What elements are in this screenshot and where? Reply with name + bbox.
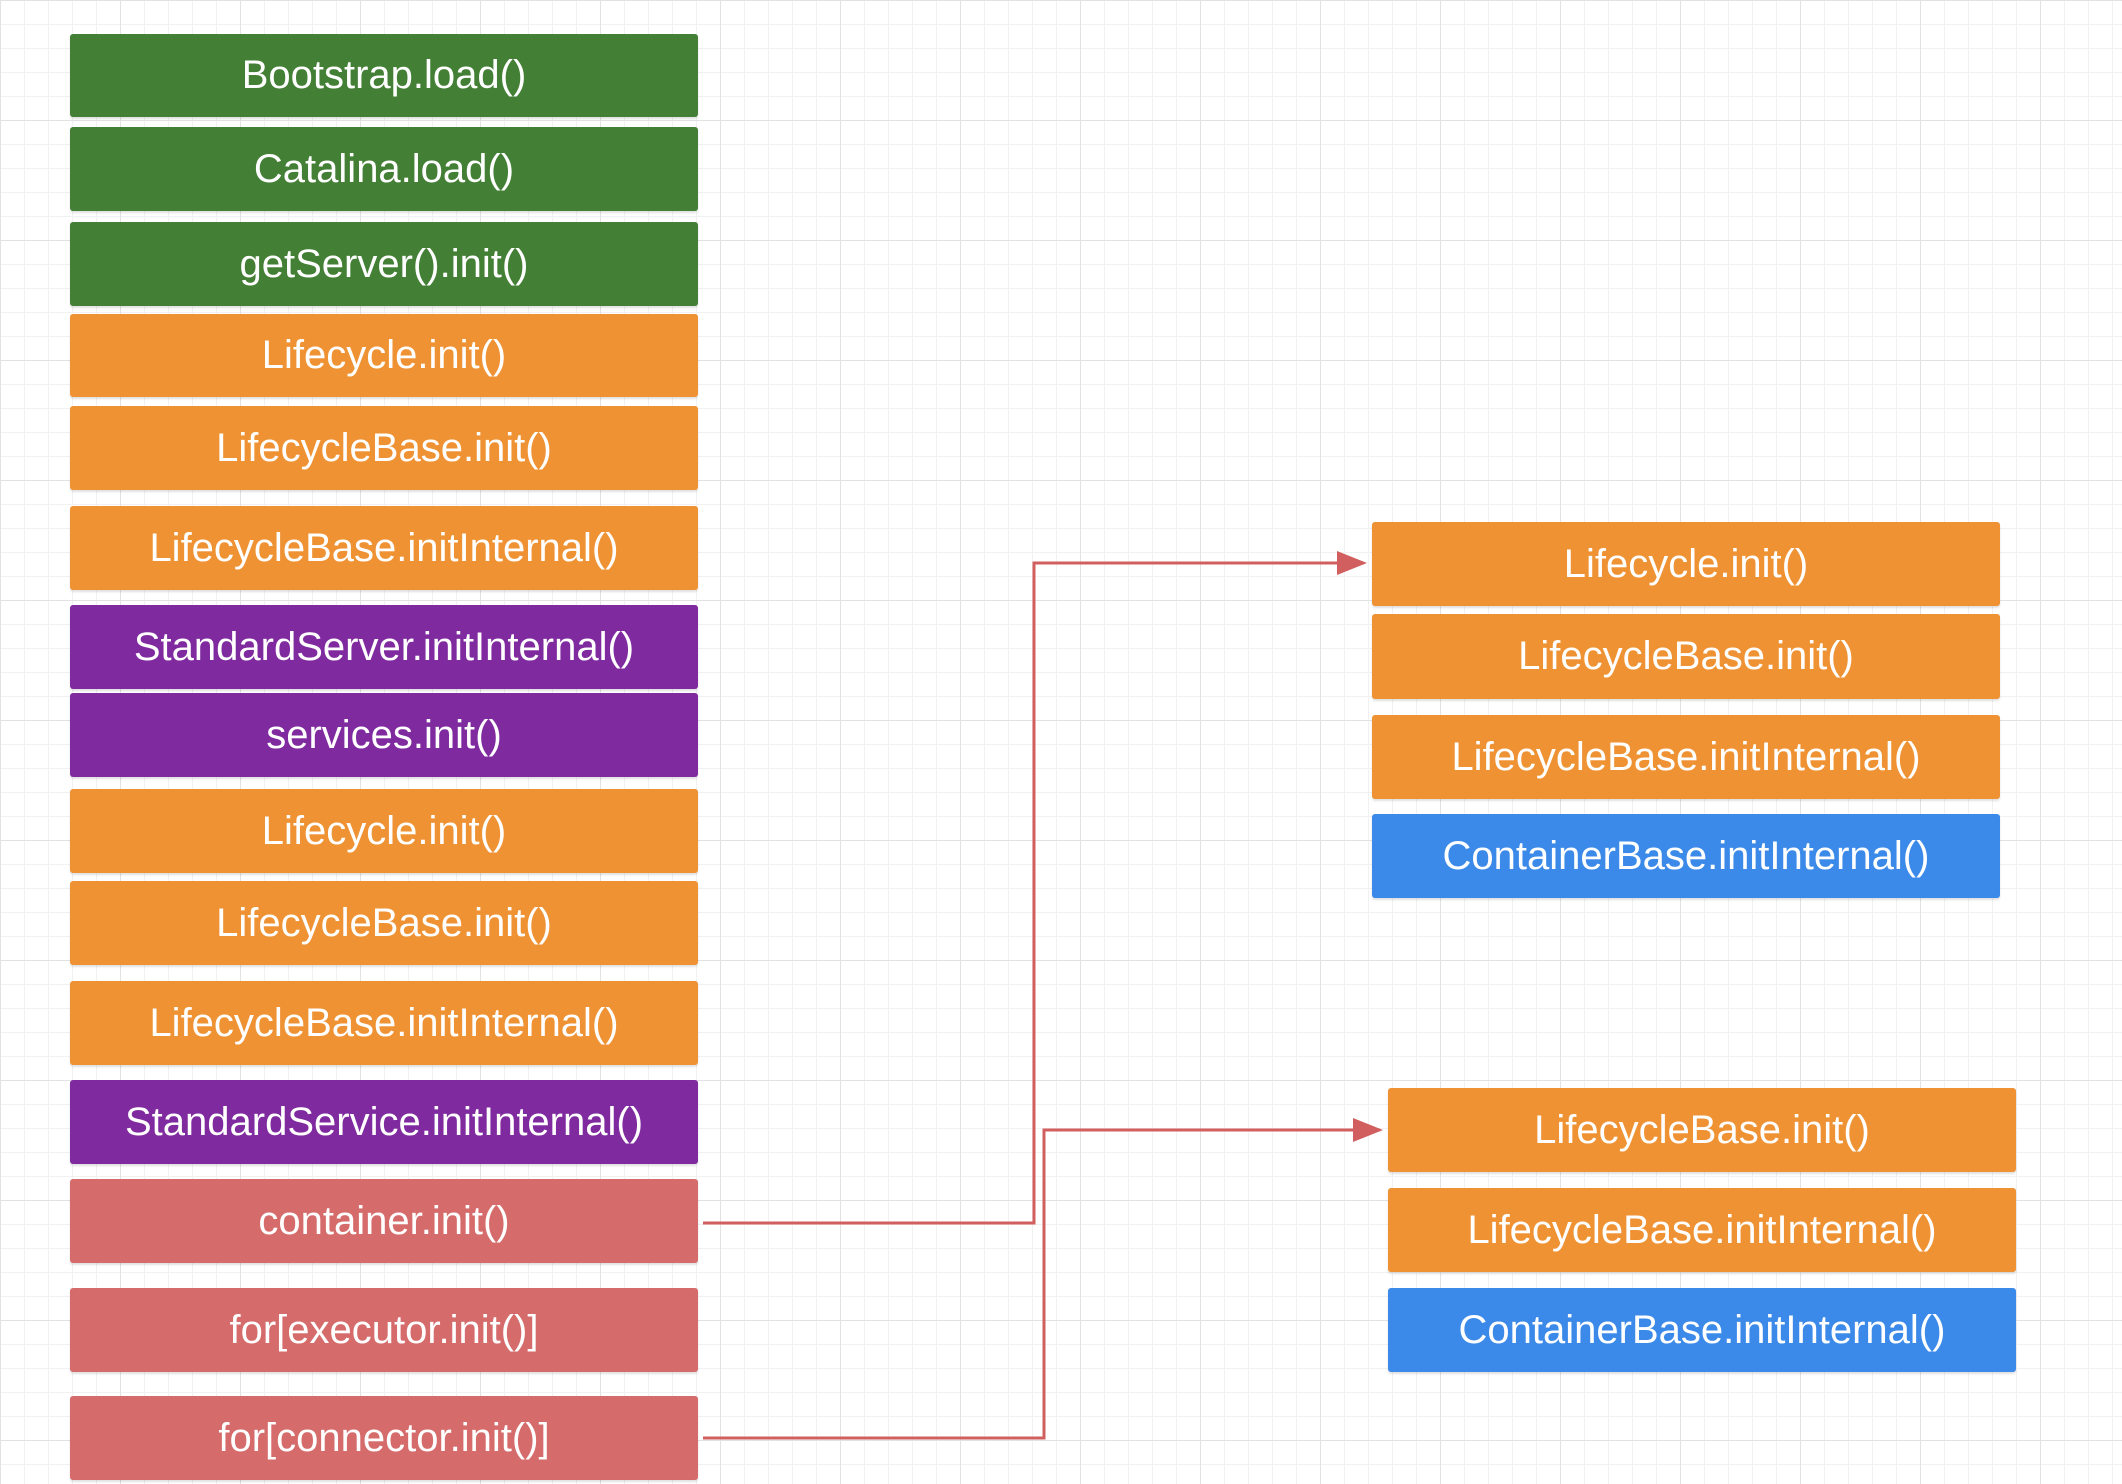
main-box: container.init() bbox=[70, 1179, 698, 1263]
connector-box: LifecycleBase.init() bbox=[1388, 1088, 2016, 1172]
container-box: Lifecycle.init() bbox=[1372, 522, 2000, 606]
container-init-arrow bbox=[703, 551, 1367, 1225]
main-box: LifecycleBase.initInternal() bbox=[70, 506, 698, 590]
connector-init-arrow bbox=[703, 1118, 1383, 1440]
main-box: LifecycleBase.initInternal() bbox=[70, 981, 698, 1065]
connector-box: ContainerBase.initInternal() bbox=[1388, 1288, 2016, 1372]
connector-box: LifecycleBase.initInternal() bbox=[1388, 1188, 2016, 1272]
main-box: services.init() bbox=[70, 693, 698, 777]
main-box: Bootstrap.load() bbox=[70, 34, 698, 117]
container-box: ContainerBase.initInternal() bbox=[1372, 814, 2000, 898]
main-box: for[executor.init()] bbox=[70, 1288, 698, 1372]
main-box: LifecycleBase.init() bbox=[70, 881, 698, 965]
main-box: for[connector.init()] bbox=[70, 1396, 698, 1480]
main-box: LifecycleBase.init() bbox=[70, 406, 698, 490]
container-box: LifecycleBase.init() bbox=[1372, 614, 2000, 699]
main-box: StandardServer.initInternal() bbox=[70, 605, 698, 689]
container-box: LifecycleBase.initInternal() bbox=[1372, 715, 2000, 799]
main-box: Lifecycle.init() bbox=[70, 314, 698, 397]
main-box: Lifecycle.init() bbox=[70, 789, 698, 873]
main-box: Catalina.load() bbox=[70, 127, 698, 211]
main-box: getServer().init() bbox=[70, 222, 698, 306]
main-box: StandardService.initInternal() bbox=[70, 1080, 698, 1164]
